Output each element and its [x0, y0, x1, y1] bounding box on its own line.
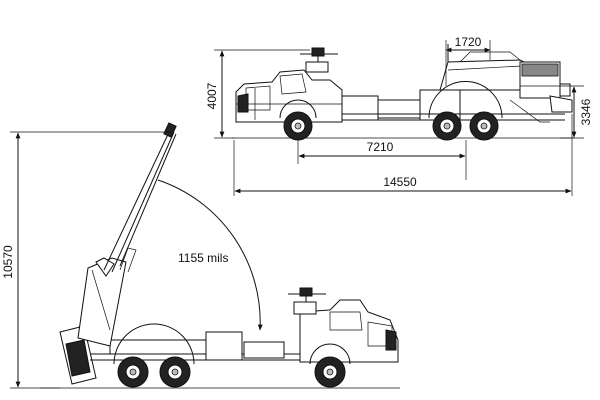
dimension-height-firing: 10570 [1, 131, 170, 389]
dimension-label-wheelbase: 7210 [367, 140, 394, 154]
dimension-label-elevation: 1155 mils [178, 251, 228, 265]
dimension-wheelbase: 7210 [297, 140, 467, 180]
dimension-label-gun-offset: 1720 [455, 35, 482, 49]
dimension-label-height-firing: 10570 [1, 245, 15, 279]
dimension-label-height-travel: 4007 [205, 82, 219, 109]
vehicle-firing-side-view [40, 122, 400, 389]
vehicle-travel-side-view [232, 44, 575, 141]
dimension-label-length: 14550 [383, 175, 417, 189]
dimension-gun-offset: 1720 [445, 35, 491, 86]
dimension-label-height-rear: 3346 [579, 98, 593, 125]
dimension-length: 14550 [233, 114, 573, 196]
dimension-height-travel: 4007 [205, 49, 310, 139]
dimension-height-rear: 3346 [560, 85, 593, 139]
dimension-elevation-arc: 1155 mils [157, 179, 263, 331]
